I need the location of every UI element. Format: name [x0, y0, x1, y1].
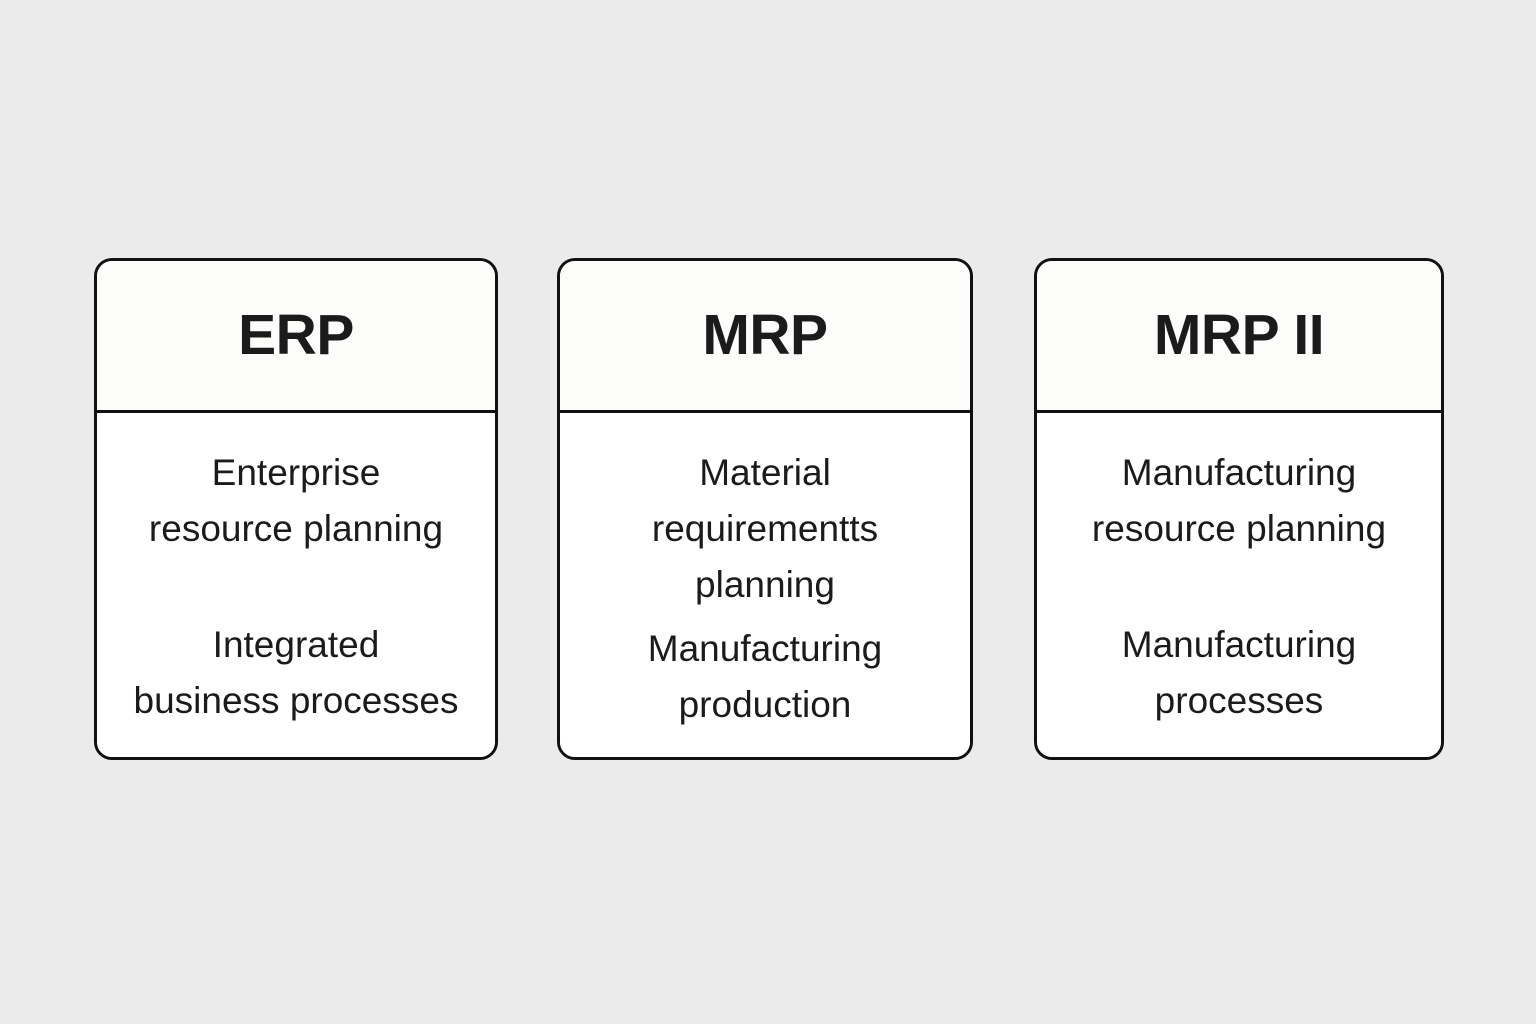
card-erp-body: Enterprise resource planning Integrated … [97, 413, 495, 757]
card-mrp-ii-paragraph-2: Manufacturing processes [1121, 624, 1357, 721]
card-mrp-ii-body: Manufacturing resource planning Manufact… [1037, 413, 1441, 757]
card-mrp-ii-title: MRP II [1153, 303, 1325, 367]
card-mrp-ii: MRP II Manufacturing resource planning M… [1034, 258, 1444, 760]
card-erp-title: ERP [238, 303, 354, 367]
card-mrp-ii-paragraph-1: Manufacturing resource planning [1091, 452, 1387, 549]
card-mrp-ii-header: MRP II [1037, 261, 1441, 413]
card-mrp-paragraph-2: Manufacturing production [647, 628, 883, 725]
card-mrp-paragraph-1: Material requirementts planning [651, 452, 879, 605]
card-erp-paragraph-2: Integrated business processes [133, 624, 459, 721]
card-mrp-title: MRP [702, 303, 828, 367]
card-erp-header: ERP [97, 261, 495, 413]
card-mrp-body: Material requirementts planning Manufact… [560, 413, 970, 757]
card-erp: ERP Enterprise resource planning Integra… [94, 258, 498, 760]
card-erp-paragraph-1: Enterprise resource planning [148, 452, 444, 549]
card-mrp-header: MRP [560, 261, 970, 413]
card-mrp: MRP Material requirementts planning Manu… [557, 258, 973, 760]
